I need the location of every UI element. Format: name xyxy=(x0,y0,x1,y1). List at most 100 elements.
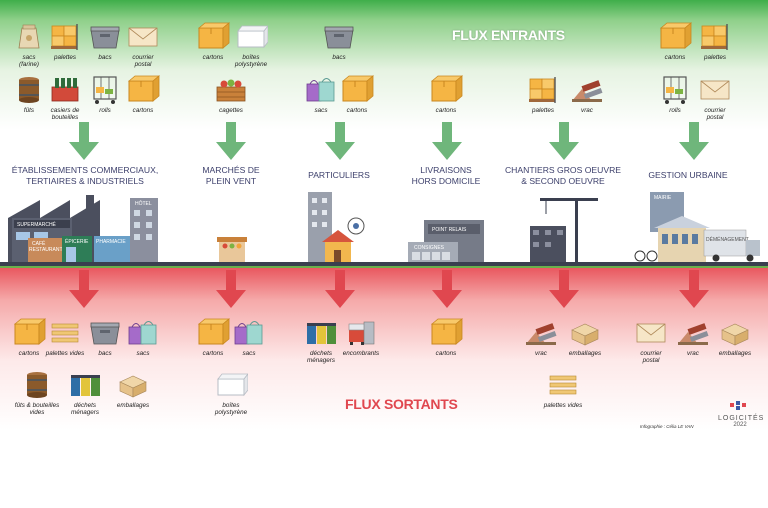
item-label: cartons xyxy=(132,107,154,114)
item-label: rolls xyxy=(669,107,681,114)
waste-bins-icon xyxy=(304,316,338,348)
in-polystyrene: boîtes polystyrène xyxy=(228,20,274,68)
item-label: emballages xyxy=(568,350,602,357)
demenagement-sign: DÉMÉNAGEMENT xyxy=(706,236,749,243)
flux-sortants-title: FLUX SORTANTS xyxy=(345,396,458,412)
logo-mark-icon xyxy=(730,401,746,410)
in-cartons-livraisons: cartons xyxy=(423,73,469,114)
waste-bins-icon xyxy=(68,368,102,400)
barrel-icon xyxy=(20,368,54,400)
out-vrac-chantier: vrac xyxy=(518,316,564,357)
item-label: palettes vides xyxy=(45,350,85,357)
in-courrier-urbaine: courrier postal xyxy=(692,73,738,121)
empty-pallet-icon xyxy=(48,316,82,348)
bulk-materials-icon xyxy=(524,316,558,348)
packaging-icon xyxy=(718,316,752,348)
sector-label-gestion-urbaine: GESTION URBAINE xyxy=(648,170,728,180)
item-label: emballages xyxy=(116,402,150,409)
road xyxy=(0,262,768,266)
item-label: cagettes xyxy=(219,107,243,114)
item-label: vrac xyxy=(687,350,699,357)
out-cartons-livraisons: cartons xyxy=(423,316,469,357)
in-courrier: courrier postal xyxy=(120,20,166,68)
flux-entrants-title: FLUX ENTRANTS xyxy=(452,27,565,43)
packaging-icon xyxy=(116,368,150,400)
pickup-point: POINT RELAIS CONSIGNES xyxy=(408,220,484,262)
item-label: courrier postal xyxy=(704,107,726,121)
out-dechets: déchets ménagers xyxy=(62,368,108,416)
in-bacs: bacs xyxy=(82,20,128,61)
item-label: sacs (farine) xyxy=(19,54,39,68)
polystyrene-box-icon xyxy=(234,20,268,52)
item-label: cartons xyxy=(202,350,224,357)
out-vrac-urbaine: vrac xyxy=(670,316,716,357)
sack-icon xyxy=(12,20,46,52)
town-hall-and-truck: MAIRIE DÉMÉNAGEMENT xyxy=(634,192,760,262)
grass-strip xyxy=(0,266,768,268)
in-sacs: sacs xyxy=(298,73,344,114)
out-bacs: bacs xyxy=(82,316,128,357)
envelope-icon xyxy=(634,316,668,348)
empty-pallet-icon xyxy=(546,368,580,400)
item-label: vrac xyxy=(581,107,593,114)
city-scene: SUPERMARCHÉ CAFÉ RESTAURANT ÉPICERIE PHA… xyxy=(8,192,760,262)
cafe-sign: CAFÉ xyxy=(32,240,46,247)
item-label: cartons xyxy=(202,54,224,61)
point-relais-sign: POINT RELAIS xyxy=(432,227,467,233)
bulk-materials-icon xyxy=(676,316,710,348)
outgoing-arrow xyxy=(216,270,246,308)
item-label: sacs xyxy=(242,350,256,357)
supermarche-sign: SUPERMARCHÉ xyxy=(17,221,57,228)
incoming-arrow xyxy=(432,122,462,160)
residential-buildings xyxy=(308,192,365,262)
item-label: bacs xyxy=(98,54,112,61)
logo-name: LOGICITÉS xyxy=(718,415,765,422)
outgoing-arrow xyxy=(69,270,99,308)
crate-icon xyxy=(214,73,248,105)
out-cartons: cartons xyxy=(6,316,52,357)
out-futs-bouteilles: fûts & bouteilles vides xyxy=(14,368,60,416)
outgoing-arrow xyxy=(679,270,709,308)
packaging-icon xyxy=(568,316,602,348)
crate-bin-icon xyxy=(88,20,122,52)
crate-bin-icon xyxy=(322,20,356,52)
in-cartons-marche: cartons xyxy=(190,20,236,61)
sector-label-chantiers: CHANTIERS GROS OEUVRE & SECOND OEUVRE xyxy=(504,165,622,186)
in-futs: fûts xyxy=(6,73,52,114)
incoming-arrow xyxy=(325,122,355,160)
cardboard-box-icon xyxy=(340,73,374,105)
item-label: sacs xyxy=(314,107,328,114)
item-label: cartons xyxy=(435,350,457,357)
barrel-icon xyxy=(12,73,46,105)
in-palettes-urbaine: palettes xyxy=(692,20,738,61)
outgoing-arrow xyxy=(325,270,355,308)
item-label: cartons xyxy=(664,54,686,61)
cardboard-box-icon xyxy=(196,316,230,348)
out-emballages-urbaine: emballages xyxy=(712,316,758,357)
item-label: casiers de bouteilles xyxy=(50,107,80,121)
cardboard-box-icon xyxy=(429,73,463,105)
mairie-sign: MAIRIE xyxy=(654,195,672,201)
item-label: boîtes polystyrène xyxy=(214,402,248,416)
in-cartons: cartons xyxy=(120,73,166,114)
outgoing-arrow xyxy=(549,270,579,308)
pharmacie-sign: PHARMACIE xyxy=(96,239,126,245)
pallet-boxes-icon xyxy=(526,73,560,105)
item-label: rolls xyxy=(99,107,111,114)
item-label: palettes xyxy=(703,54,727,61)
shopping-bags-icon xyxy=(232,316,266,348)
in-palettes-chantier: palettes xyxy=(520,73,566,114)
out-polystyrene: boîtes polystyrène xyxy=(208,368,254,416)
roll-cage-icon xyxy=(88,73,122,105)
item-label: boîtes polystyrène xyxy=(234,54,268,68)
polystyrene-box-icon xyxy=(214,368,248,400)
item-label: bacs xyxy=(332,54,346,61)
in-rolls-urbaine: rolls xyxy=(652,73,698,114)
bottle-crate-icon xyxy=(48,73,82,105)
item-label: déchets ménagers xyxy=(70,402,99,416)
incoming-arrow xyxy=(69,122,99,160)
cardboard-box-icon xyxy=(126,73,160,105)
bulky-items-icon xyxy=(344,316,378,348)
cardboard-box-icon xyxy=(429,316,463,348)
consignes-sign: CONSIGNES xyxy=(414,245,445,251)
